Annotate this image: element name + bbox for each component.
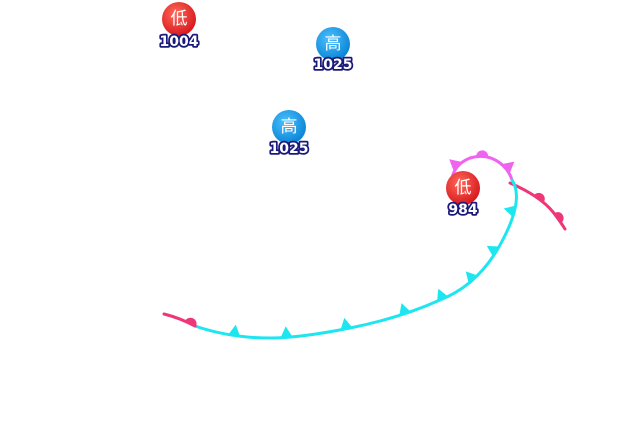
low-pressure-icon <box>162 2 196 36</box>
occluded-front-line <box>450 154 514 182</box>
high-pressure-system[interactable]: 高 1025 <box>312 27 354 75</box>
low-pressure-system[interactable]: 低 984 <box>446 171 480 220</box>
high-pressure-icon <box>316 27 350 61</box>
cold-front-triangle-icon <box>503 205 516 218</box>
fronts-layer <box>162 154 567 340</box>
low-pressure-icon <box>446 171 480 205</box>
warm-front-east-line <box>508 181 567 231</box>
high-pressure-icon <box>272 110 306 144</box>
warm-front-west-line <box>162 312 197 328</box>
warm-front-semicircle-icon <box>554 212 564 223</box>
low-symbol: 低 <box>455 178 472 198</box>
pressure-value: 1025 <box>314 57 353 73</box>
low-pressure-system[interactable]: 低 1004 <box>158 2 200 52</box>
cold-front-triangle-icon <box>399 303 411 316</box>
pressure-value: 1004 <box>160 34 199 50</box>
warm-front-semicircle-icon <box>476 150 489 157</box>
warm-front-semicircle-icon <box>533 192 545 203</box>
fronts-symbols-layer <box>185 150 564 338</box>
low-symbol: 低 <box>171 9 188 29</box>
cold-front-triangle-icon <box>228 324 241 337</box>
cold-front-triangle-icon <box>437 288 449 302</box>
pressure-value: 984 <box>448 202 477 218</box>
cold-front-triangle-icon <box>502 161 515 174</box>
cold-front-triangle-icon <box>486 245 500 257</box>
high-pressure-system[interactable]: 高 1025 <box>268 110 310 159</box>
cold-front-triangle-icon <box>280 326 293 338</box>
cold-front-triangle-icon <box>449 159 462 172</box>
cold-front-triangle-icon <box>340 317 353 330</box>
high-symbol: 高 <box>281 117 298 137</box>
pressure-value: 1025 <box>270 141 309 157</box>
warm-front-semicircle-icon <box>185 317 197 327</box>
high-symbol: 高 <box>325 34 342 54</box>
cold-front-triangle-icon <box>465 271 478 284</box>
